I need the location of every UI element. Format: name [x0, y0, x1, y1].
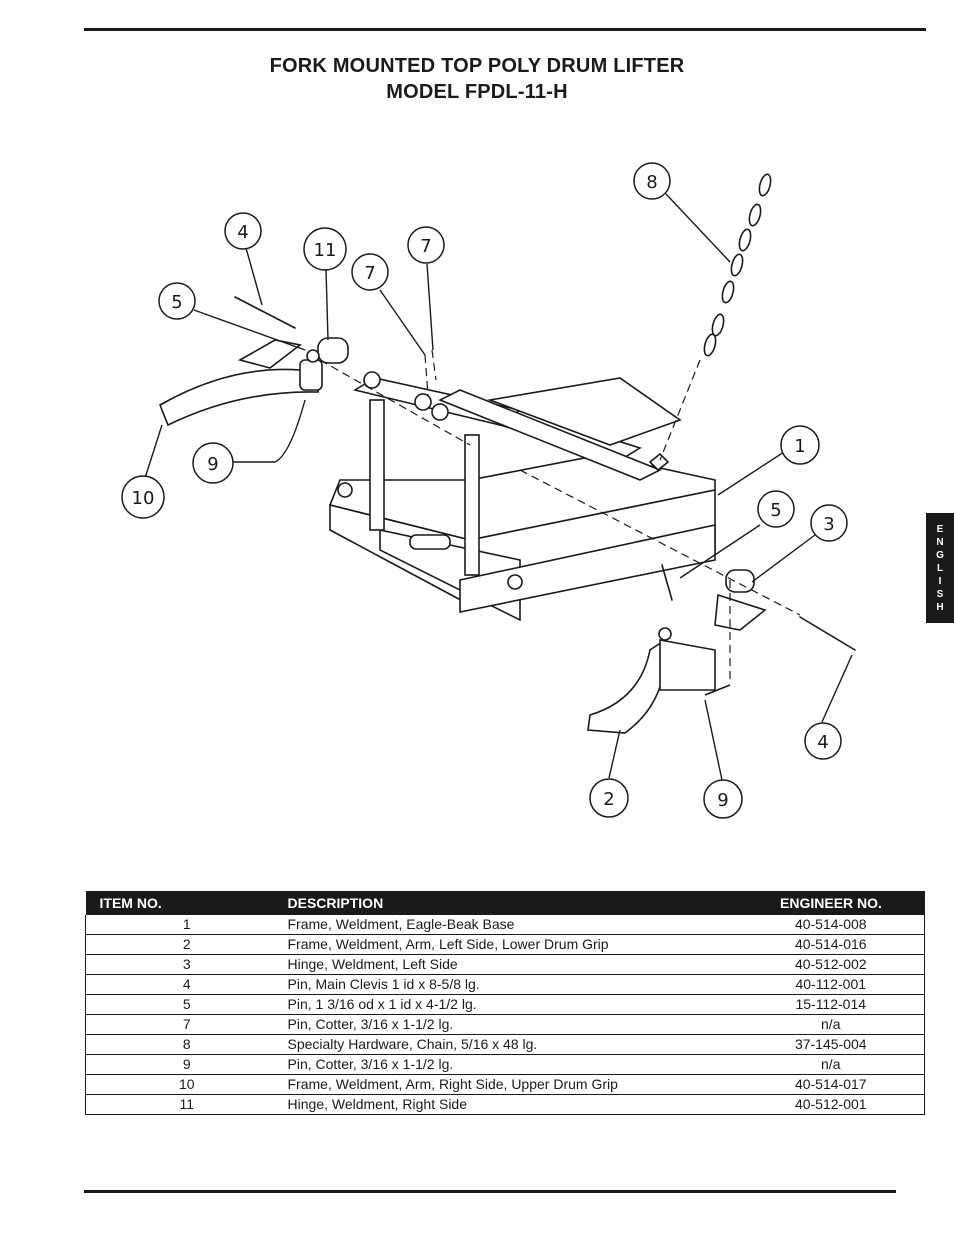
cell-engineer: 40-514-008: [737, 915, 925, 935]
top-rule: [84, 28, 926, 31]
callout-label: 4: [817, 732, 828, 753]
cell-item: 7: [85, 1014, 288, 1035]
callout-2: 2: [589, 778, 629, 818]
header-engineer-no: ENGINEER NO.: [737, 891, 925, 915]
cell-description: Frame, Weldment, Arm, Left Side, Lower D…: [287, 934, 738, 955]
tab-letter: N: [936, 536, 944, 548]
table-header-row: ITEM NO. DESCRIPTION ENGINEER NO.: [85, 891, 925, 915]
callout-7-right: 7: [407, 226, 445, 264]
callout-label: 11: [314, 240, 337, 261]
tab-letter: S: [936, 588, 944, 600]
callout-label: 7: [364, 263, 375, 284]
callout-label: 2: [603, 789, 614, 810]
cell-description: Pin, Cotter, 3/16 x 1-1/2 lg.: [287, 1054, 738, 1075]
exploded-parts-diagram: 8 4 11 7 7 5 9 10 1 5 3 4 2 9: [121, 162, 856, 819]
cell-engineer: n/a: [737, 1014, 925, 1035]
header-item-no: ITEM NO.: [85, 891, 288, 915]
cell-description: Frame, Weldment, Arm, Right Side, Upper …: [287, 1074, 738, 1095]
cell-description: Hinge, Weldment, Left Side: [287, 954, 738, 975]
language-tab: E N G L I S H: [926, 513, 954, 623]
cell-description: Pin, Cotter, 3/16 x 1-1/2 lg.: [287, 1014, 738, 1035]
tab-letter: I: [938, 575, 942, 587]
cell-item: 3: [85, 954, 288, 975]
tab-letter: H: [936, 601, 944, 613]
bottom-rule: [84, 1190, 896, 1193]
cell-item: 4: [85, 974, 288, 995]
callout-7-left: 7: [351, 253, 389, 291]
model-subtitle: MODEL FPDL-11-H: [386, 81, 568, 103]
cell-engineer: 40-512-002: [737, 954, 925, 975]
table-row: 10 Frame, Weldment, Arm, Right Side, Upp…: [85, 1074, 925, 1095]
callout-label: 5: [171, 292, 182, 313]
header-description: DESCRIPTION: [287, 891, 738, 915]
upper-pin-drawing: [234, 296, 349, 364]
tab-letter: E: [936, 523, 944, 535]
chain-drawing: [659, 173, 772, 461]
table-row: 1 Frame, Weldment, Eagle-Beak Base 40-51…: [85, 915, 925, 935]
cell-description: Pin, Main Clevis 1 id x 8-5/8 lg.: [287, 974, 738, 995]
table-row: 3 Hinge, Weldment, Left Side 40-512-002: [85, 954, 925, 975]
cell-engineer: 40-112-001: [737, 974, 925, 995]
upper-arm-drawing: [158, 339, 323, 427]
cell-item: 11: [85, 1094, 288, 1115]
base-frame-drawing: [328, 371, 716, 622]
callout-label: 9: [717, 790, 728, 811]
cell-engineer: 37-145-004: [737, 1034, 925, 1055]
cell-item: 8: [85, 1034, 288, 1055]
callout-11: 11: [303, 227, 347, 271]
callout-4-upper: 4: [224, 212, 262, 250]
callout-3: 3: [810, 504, 848, 542]
table-row: 7 Pin, Cotter, 3/16 x 1-1/2 lg. n/a: [85, 1014, 925, 1035]
tab-letter: G: [936, 549, 944, 561]
cell-description: Pin, 1 3/16 od x 1 id x 4-1/2 lg.: [287, 994, 738, 1015]
cell-engineer: n/a: [737, 1054, 925, 1075]
callout-label: 10: [132, 488, 155, 509]
callout-label: 4: [237, 222, 248, 243]
callout-label: 3: [823, 514, 834, 535]
cell-engineer: 40-514-017: [737, 1074, 925, 1095]
callout-8: 8: [633, 162, 671, 200]
table-row: 2 Frame, Weldment, Arm, Left Side, Lower…: [85, 934, 925, 955]
table-row: 8 Specialty Hardware, Chain, 5/16 x 48 l…: [85, 1034, 925, 1055]
leader-lines: [144, 193, 853, 781]
callout-label: 9: [207, 454, 218, 475]
cell-description: Frame, Weldment, Eagle-Beak Base: [287, 915, 738, 935]
cell-item: 9: [85, 1054, 288, 1075]
callout-1: 1: [780, 425, 820, 465]
callout-9-upper: 9: [192, 442, 234, 484]
cell-item: 1: [85, 915, 288, 935]
page-title: FORK MOUNTED TOP POLY DRUM LIFTER: [269, 55, 685, 77]
cell-engineer: 40-512-001: [737, 1094, 925, 1115]
tab-letter: L: [936, 562, 944, 574]
cell-item: 2: [85, 934, 288, 955]
callout-label: 7: [420, 236, 431, 257]
cell-description: Specialty Hardware, Chain, 5/16 x 48 lg.: [287, 1034, 738, 1055]
table-row: 4 Pin, Main Clevis 1 id x 8-5/8 lg. 40-1…: [85, 974, 925, 995]
callout-9-lower: 9: [703, 779, 743, 819]
callout-5-upper: 5: [158, 282, 196, 320]
callout-5-lower: 5: [757, 490, 795, 528]
table-row: 9 Pin, Cotter, 3/16 x 1-1/2 lg. n/a: [85, 1054, 925, 1075]
table-row: 5 Pin, 1 3/16 od x 1 id x 4-1/2 lg. 15-1…: [85, 994, 925, 1015]
cell-description: Hinge, Weldment, Right Side: [287, 1094, 738, 1115]
cell-engineer: 15-112-014: [737, 994, 925, 1015]
callout-label: 1: [794, 436, 805, 457]
cell-engineer: 40-514-016: [737, 934, 925, 955]
table-row: 11 Hinge, Weldment, Right Side 40-512-00…: [85, 1094, 925, 1115]
parts-table: ITEM NO. DESCRIPTION ENGINEER NO. 1 Fram…: [85, 891, 925, 1115]
callout-4-lower: 4: [804, 722, 842, 760]
cell-item: 10: [85, 1074, 288, 1095]
callout-10: 10: [121, 475, 165, 519]
cell-item: 5: [85, 994, 288, 1015]
lower-arm-drawing: [587, 564, 856, 734]
callout-label: 5: [770, 500, 781, 521]
callout-label: 8: [646, 172, 657, 193]
